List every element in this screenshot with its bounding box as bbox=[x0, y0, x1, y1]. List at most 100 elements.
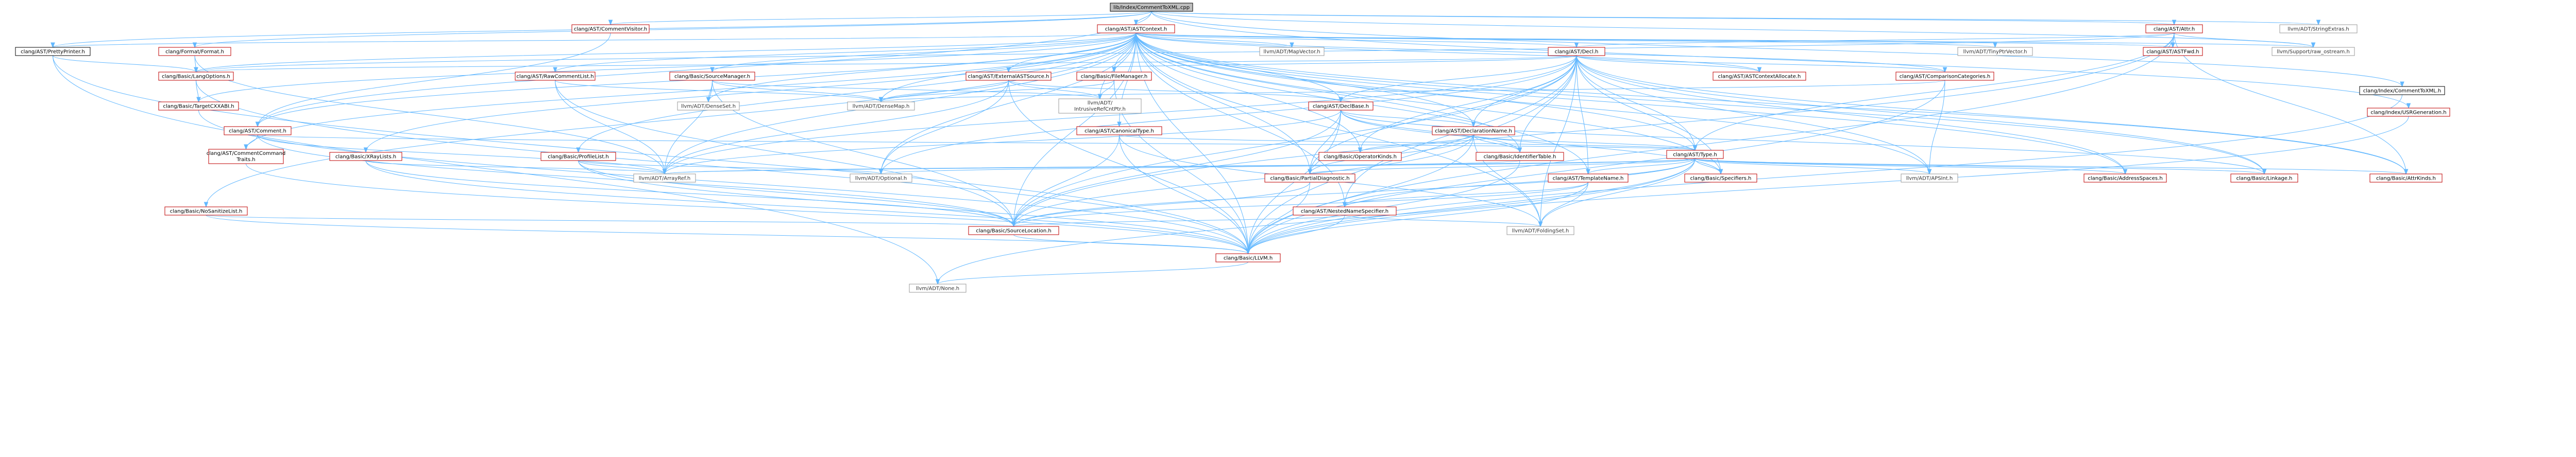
node-none[interactable]: llvm/ADT/None.h bbox=[909, 284, 967, 293]
node-label: clang/AST/ExternalASTSource.h bbox=[968, 74, 1049, 80]
node-intrusiverefcntptr[interactable]: llvm/ADT/IntrusiveRefCntPtr.h bbox=[1058, 98, 1142, 114]
node-llvmh[interactable]: clang/Basic/LLVM.h bbox=[1215, 253, 1281, 262]
node-declbase[interactable]: clang/AST/DeclBase.h bbox=[1308, 101, 1374, 111]
node-declarationname[interactable]: clang/AST/DeclarationName.h bbox=[1432, 126, 1515, 135]
node-label: llvm/ADT/MapVector.h bbox=[1263, 49, 1320, 55]
node-label: llvm/ADT/DenseMap.h bbox=[853, 104, 910, 110]
node-partialdiagnostic[interactable]: clang/Basic/PartialDiagnostic.h bbox=[1264, 173, 1355, 183]
node-nestednamespecifier[interactable]: clang/AST/NestedNameSpecifier.h bbox=[1293, 206, 1397, 216]
node-langoptions[interactable]: clang/Basic/LangOptions.h bbox=[158, 72, 234, 81]
node-decl[interactable]: clang/AST/Decl.h bbox=[1548, 47, 1605, 56]
node-comment[interactable]: clang/AST/Comment.h bbox=[224, 126, 292, 135]
node-sourcelocation[interactable]: clang/Basic/SourceLocation.h bbox=[968, 226, 1059, 235]
node-label: clang/AST/Attr.h bbox=[2154, 27, 2195, 32]
node-usrgeneration[interactable]: clang/Index/USRGeneration.h bbox=[2367, 108, 2450, 117]
node-type[interactable]: clang/AST/Type.h bbox=[1666, 150, 1724, 159]
node-stringextras[interactable]: llvm/ADT/StringExtras.h bbox=[2279, 24, 2358, 33]
node-arrayref[interactable]: llvm/ADT/ArrayRef.h bbox=[633, 173, 696, 183]
edge-astcontext-to-rawcommentlist bbox=[553, 32, 1137, 73]
node-operatorkinds[interactable]: clang/Basic/OperatorKinds.h bbox=[1318, 152, 1402, 161]
node-sourcemanager[interactable]: clang/Basic/SourceManager.h bbox=[669, 72, 755, 81]
node-profilelist[interactable]: clang/Basic/ProfileList.h bbox=[540, 152, 616, 161]
node-foldingset[interactable]: llvm/ADT/FoldingSet.h bbox=[1506, 226, 1574, 235]
node-root[interactable]: lib/Index/CommentToXML.cpp bbox=[1110, 3, 1193, 12]
node-label: llvm/ADT/Optional.h bbox=[855, 176, 907, 182]
node-box bbox=[1293, 206, 1397, 216]
node-commentvisitor[interactable]: clang/AST/CommentVisitor.h bbox=[571, 24, 650, 33]
node-astcontext[interactable]: clang/AST/ASTContext.h bbox=[1097, 24, 1175, 33]
node-box bbox=[1713, 72, 1806, 81]
node-commentxml[interactable]: clang/Index/CommentToXML.h bbox=[2359, 86, 2445, 95]
node-label: clang/Index/USRGeneration.h bbox=[2370, 110, 2446, 116]
node-box bbox=[1318, 152, 1402, 161]
node-rawcommentlist[interactable]: clang/AST/RawCommentList.h bbox=[515, 72, 596, 81]
node-targetcxxabi[interactable]: clang/Basic/TargetCXXABI.h bbox=[158, 101, 239, 111]
node-box bbox=[158, 101, 239, 111]
node-label: clang/AST/ASTContext.h bbox=[1105, 27, 1167, 32]
edge-root-to-attr bbox=[1151, 11, 2177, 26]
node-xraylists[interactable]: clang/Basic/XRayLists.h bbox=[329, 152, 402, 161]
node-label: clang/Basic/IdentifierTable.h bbox=[1484, 154, 1556, 160]
node-apsint[interactable]: llvm/ADT/APSInt.h bbox=[1901, 173, 1958, 183]
edge-prettyprinter-to-langoptions bbox=[53, 55, 198, 73]
node-box bbox=[158, 47, 231, 56]
node-box bbox=[2145, 24, 2203, 33]
node-optional[interactable]: llvm/ADT/Optional.h bbox=[850, 173, 912, 183]
node-astcontextallocate[interactable]: clang/AST/ASTContextAllocate.h bbox=[1713, 72, 1806, 81]
node-label: Traits.h bbox=[236, 157, 255, 163]
node-box bbox=[2272, 47, 2355, 56]
edge-astcontext-to-type bbox=[1136, 32, 1698, 151]
node-formatformat[interactable]: clang/Format/Format.h bbox=[158, 47, 231, 56]
node-label: clang/AST/DeclarationName.h bbox=[1435, 129, 1512, 134]
node-comparisoncategories[interactable]: clang/AST/ComparisonCategories.h bbox=[1895, 72, 1994, 81]
edge-declarationname-to-sourcelocation bbox=[1011, 134, 1474, 227]
node-astkinds[interactable]: clang/Basic/AttrKinds.h bbox=[2369, 173, 2443, 183]
node-box bbox=[909, 284, 967, 293]
node-externalastsource[interactable]: clang/AST/ExternalASTSource.h bbox=[965, 72, 1052, 81]
edge-commentcommandtraits-to-llvmh bbox=[246, 163, 1250, 255]
node-linkage[interactable]: clang/Basic/Linkage.h bbox=[2230, 173, 2298, 183]
node-addressspaces[interactable]: clang/Basic/AddressSpaces.h bbox=[2083, 173, 2167, 183]
edge-sourcemanager-to-densemap bbox=[712, 80, 884, 103]
node-box bbox=[329, 152, 402, 161]
edge-attr-to-decl bbox=[1574, 32, 2175, 48]
node-label: clang/AST/CommentVisitor.h bbox=[574, 27, 647, 32]
node-tinyptrvector[interactable]: llvm/ADT/TinyPtrVector.h bbox=[1957, 47, 2033, 56]
node-label: clang/AST/DeclBase.h bbox=[1313, 104, 1369, 110]
node-label: clang/AST/CanonicalType.h bbox=[1084, 129, 1154, 134]
edge-decl-to-langoptions bbox=[194, 55, 1577, 73]
node-label: llvm/ADT/StringExtras.h bbox=[2287, 27, 2349, 32]
node-box bbox=[2230, 173, 2298, 183]
node-rawostream[interactable]: llvm/Support/raw_ostream.h bbox=[2272, 47, 2355, 56]
node-denseset[interactable]: llvm/ADT/DenseSet.h bbox=[677, 101, 740, 111]
node-densemap[interactable]: llvm/ADT/DenseMap.h bbox=[847, 101, 915, 111]
node-label: clang/Basic/OperatorKinds.h bbox=[1324, 154, 1397, 160]
node-box bbox=[224, 126, 292, 135]
edge-decl-to-astcontextallocate bbox=[1576, 55, 1762, 73]
node-attr[interactable]: clang/AST/Attr.h bbox=[2145, 24, 2203, 33]
edge-decl-to-declarationname bbox=[1471, 55, 1577, 128]
edge-templatename-to-llvmh bbox=[1246, 182, 1588, 255]
edge-attr-to-type bbox=[1692, 32, 2175, 151]
node-box bbox=[158, 72, 234, 81]
node-nosanitizelist[interactable]: clang/Basic/NoSanitizeList.h bbox=[164, 206, 248, 216]
node-asttfwd[interactable]: clang/AST/ASTFwd.h bbox=[2143, 47, 2203, 56]
node-prettyprinter[interactable]: clang/AST/PrettyPrinter.h bbox=[15, 47, 91, 56]
node-box bbox=[1684, 173, 1757, 183]
node-canonicaltype[interactable]: clang/AST/CanonicalType.h bbox=[1076, 126, 1162, 135]
node-box bbox=[1308, 101, 1374, 111]
node-templatename[interactable]: clang/AST/TemplateName.h bbox=[1548, 173, 1629, 183]
node-label: clang/Basic/SourceLocation.h bbox=[976, 228, 1051, 234]
edge-declarationname-to-foldingset bbox=[1473, 134, 1543, 227]
edge-type-to-apsint bbox=[1694, 158, 1932, 175]
node-specifiers[interactable]: clang/Basic/Specifiers.h bbox=[1684, 173, 1757, 183]
node-box bbox=[1076, 126, 1162, 135]
node-label: lib/Index/CommentToXML.cpp bbox=[1113, 5, 1190, 11]
node-box bbox=[965, 72, 1052, 81]
node-filemanager[interactable]: clang/Basic/FileManager.h bbox=[1076, 72, 1152, 81]
edge-externalastsource-to-declbase bbox=[1008, 80, 1343, 103]
node-label: clang/Basic/XRayLists.h bbox=[335, 154, 396, 160]
node-identifiertable[interactable]: clang/Basic/IdentifierTable.h bbox=[1476, 152, 1564, 161]
node-mapvector[interactable]: llvm/ADT/MapVector.h bbox=[1259, 47, 1325, 56]
